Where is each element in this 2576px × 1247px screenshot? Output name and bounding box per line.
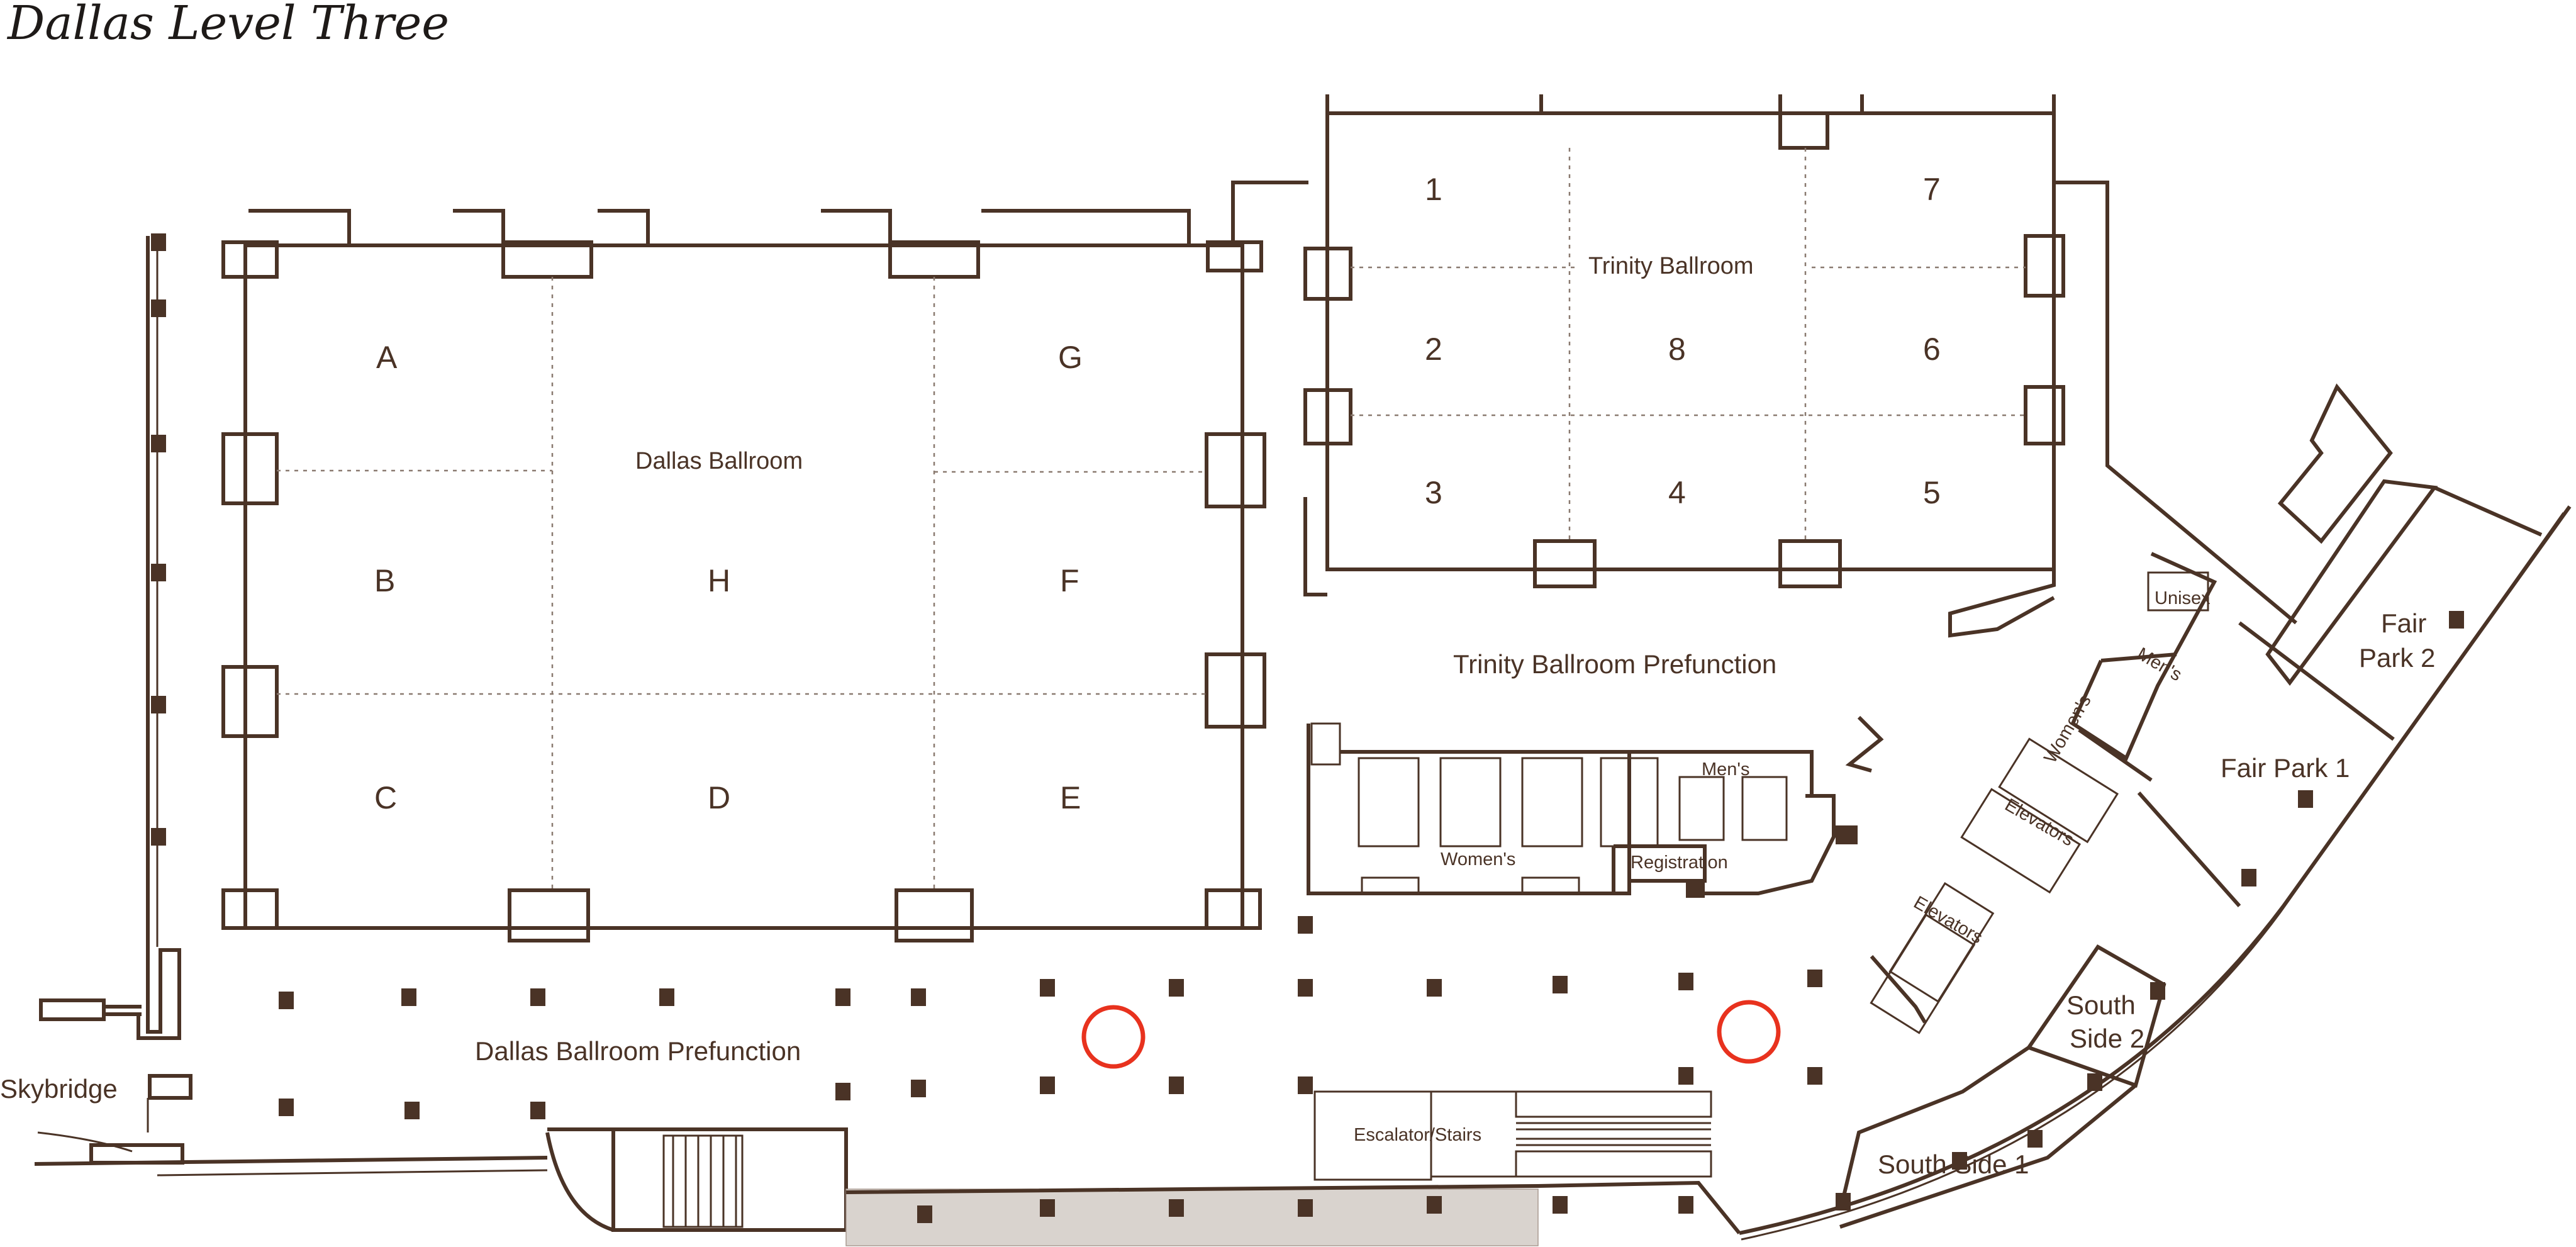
location-marker-2 [1717,1000,1781,1064]
column-38 [2449,611,2464,629]
column-27 [1169,1076,1184,1094]
unisex-restroom-label: Unisex [2155,588,2211,608]
dallas-ballroom-label: Dallas Ballroom [635,448,803,474]
womens-restroom-2-label: Women's [2040,691,2095,766]
section-7-label: 7 [1923,172,1941,207]
column-41 [2150,982,2165,1000]
column-29 [1678,1067,1693,1085]
column-12 [911,988,926,1006]
fair-park-1-label: Fair Park 1 [2221,753,2350,783]
column-43 [2027,1130,2043,1148]
south-corridor [545,1090,1741,1246]
column-15 [1298,916,1313,934]
column-39 [2298,790,2313,808]
column-21 [279,1099,294,1116]
column-20 [1807,970,1822,987]
column-30 [1807,1067,1822,1085]
column-25 [911,1080,926,1097]
column-31 [917,1205,932,1223]
escalator-stairs-label: Escalator/Stairs [1354,1125,1481,1145]
column-45 [1836,1193,1851,1211]
column-14 [1169,979,1184,997]
section-c-label: C [374,780,397,815]
section-f-label: F [1060,563,1079,598]
section-a-label: A [376,340,398,375]
dallas-ballroom-walls [221,209,1266,942]
elevators-1-label: Elevators [2002,795,2078,850]
column-4 [151,564,166,581]
section-2-label: 2 [1425,332,1442,367]
column-17 [1427,979,1442,997]
column-33 [1169,1199,1184,1217]
column-24 [835,1083,850,1100]
structural-columns [151,233,2464,1223]
column-37 [1678,1196,1693,1214]
column-8 [401,988,416,1006]
trinity-ballroom-walls [1231,94,2297,638]
column-11 [835,988,850,1006]
column-7 [279,992,294,1009]
trinity-ballroom-label: Trinity Ballroom [1588,253,1754,279]
column-3 [151,435,166,452]
column-36 [1553,1196,1568,1214]
column-28 [1298,1076,1313,1094]
restroom-registration-block [1307,715,1884,898]
column-16 [1298,979,1313,997]
womens-restroom-1-label: Women's [1441,849,1515,870]
south-side-2-label-line2: Side 2 [2070,1024,2144,1053]
column-6 [151,828,166,846]
map-title: Dallas Level Three [6,0,449,50]
section-4-label: 4 [1668,475,1686,510]
column-5 [151,696,166,713]
column-19 [1678,973,1693,990]
column-13 [1040,979,1055,997]
section-b-label: B [374,563,395,598]
fair-park-2-label-line2: Park 2 [2359,643,2435,673]
section-6-label: 6 [1923,332,1941,367]
column-22 [404,1102,420,1119]
fair-park-2-label-line1: Fair [2381,608,2426,638]
column-9 [530,988,545,1006]
dallas-prefunction-label: Dallas Ballroom Prefunction [475,1036,801,1066]
section-h-label: H [708,563,730,598]
location-marker-1 [1081,1005,1146,1069]
column-32 [1040,1199,1055,1217]
registration-label: Registration [1631,853,1728,873]
column-40 [2241,869,2256,886]
section-1-label: 1 [1425,172,1442,207]
skybridge-label: Skybridge [0,1074,118,1104]
column-2 [151,299,166,317]
east-wing-walls [1739,383,2572,1241]
section-g-label: G [1058,340,1083,375]
column-18 [1553,976,1568,993]
section-d-label: D [708,780,730,815]
column-26 [1040,1076,1055,1094]
mens-restroom-1-label: Men's [1702,759,1749,780]
column-1 [151,233,166,251]
column-42 [2087,1073,2102,1091]
column-34 [1298,1199,1313,1217]
column-44 [1952,1152,1967,1170]
section-8-label: 8 [1668,332,1686,367]
section-e-label: E [1060,780,1081,815]
south-side-2-label-line1: South [2066,990,2136,1020]
column-10 [659,988,674,1006]
column-35 [1427,1196,1442,1214]
section-3-label: 3 [1425,475,1442,510]
column-23 [530,1102,545,1119]
trinity-prefunction-label: Trinity Ballroom Prefunction [1453,649,1776,679]
west-exterior-walls [34,236,548,1177]
section-5-label: 5 [1923,475,1941,510]
